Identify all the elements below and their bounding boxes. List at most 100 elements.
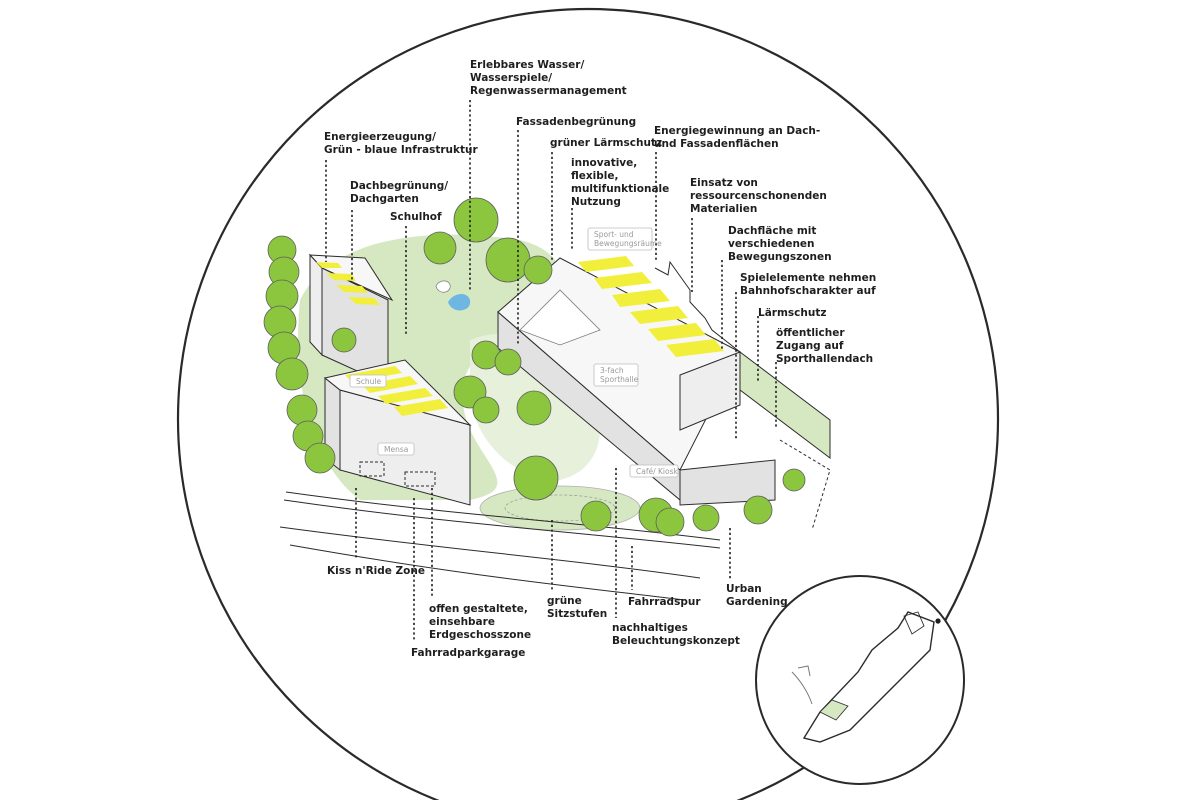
- annotation-zugang: öffentlicher Zugang auf Sporthallendach: [776, 327, 873, 365]
- annotation-fahrradspur: Fahrradspur: [628, 596, 701, 608]
- building-label-line: 3-fach: [600, 366, 624, 375]
- svg-text:Café/ Kiosk: Café/ Kiosk: [636, 467, 678, 476]
- annotation-line: multifunktionale: [571, 183, 669, 195]
- svg-text:Schule: Schule: [356, 377, 381, 386]
- street-line-2: [283, 499, 721, 549]
- annotation-laermschutz: Lärmschutz: [758, 307, 826, 319]
- building-label-line: Sport- und: [594, 230, 634, 239]
- annotation-labels: Energieerzeugung/ Grün - blaue Infrastru…: [324, 59, 880, 659]
- mensa-ground-floor-1: [359, 461, 385, 477]
- annotation-erdgeschoss: offen gestaltete, einsehbare Erdgeschoss…: [429, 603, 532, 641]
- annotation-line: Gardening: [726, 596, 788, 608]
- tree: [516, 390, 552, 426]
- annotation-line: Dachfläche mit: [728, 225, 816, 237]
- street-line-4: [289, 544, 686, 601]
- annotation-line: nachhaltiges: [612, 622, 688, 634]
- annotation-line: Spielelemente nehmen: [740, 272, 876, 284]
- tree: [692, 504, 720, 532]
- inset-building: [903, 611, 925, 635]
- street-line-1: [285, 491, 721, 541]
- streets: [279, 491, 721, 601]
- tree: [655, 507, 685, 537]
- annotation-line: öffentlicher: [776, 327, 845, 339]
- cafe-kiosk-box: [679, 459, 776, 506]
- annotation-urban-gardening: Urban Gardening: [726, 583, 788, 608]
- mensa-ground-floor-2: [404, 471, 436, 487]
- annotation-materialien: Einsatz von ressourcenschonenden Materia…: [690, 177, 831, 215]
- annotation-dachbegruenung: Dachbegrünung/ Dachgarten: [350, 180, 452, 205]
- annotation-line: einsehbare: [429, 616, 495, 628]
- annotation-line: innovative,: [571, 157, 637, 169]
- annotation-line: Grün - blaue Infrastruktur: [324, 144, 478, 156]
- leader-lines: [325, 100, 777, 642]
- inset-road: [791, 671, 813, 705]
- annotation-line: Energieerzeugung/: [324, 131, 436, 143]
- annotation-energie-infrastruktur: Energieerzeugung/ Grün - blaue Infrastru…: [324, 131, 478, 156]
- trees: [263, 197, 806, 537]
- tree: [472, 396, 500, 424]
- annotation-line: Dachbegrünung/: [350, 180, 448, 192]
- building-label-line: Mensa: [384, 445, 408, 454]
- tree: [304, 442, 336, 474]
- tree: [453, 197, 499, 243]
- annotation-line: Urban: [726, 583, 762, 595]
- tree: [485, 237, 531, 283]
- tag-mensa: Mensa: [377, 442, 415, 456]
- tree: [494, 348, 522, 376]
- annotation-line: Schulhof: [390, 211, 442, 223]
- annotation-line: Wasserspiele/: [470, 72, 552, 84]
- annotation-line: Sporthallendach: [776, 353, 873, 365]
- annotation-line: flexible,: [571, 170, 619, 182]
- annotation-line: und Fassadenflächen: [654, 138, 779, 150]
- tree: [743, 495, 773, 525]
- noise-barrier: [739, 350, 831, 460]
- tree: [423, 231, 457, 265]
- street-line-3: [279, 526, 701, 579]
- annotation-line: Fassadenbegrünung: [516, 116, 636, 128]
- tree: [523, 255, 553, 285]
- tag-cafe-kiosk: Café/ Kiosk: [629, 464, 678, 478]
- tree: [275, 357, 309, 391]
- annotation-line: Beleuchtungskonzept: [612, 635, 740, 647]
- annotation-line: ressourcenschonenden: [690, 190, 827, 202]
- seating-steps-ring: [504, 494, 616, 522]
- annotation-line: Regenwassermanagement: [470, 85, 627, 97]
- annotation-line: Zugang auf: [776, 340, 844, 352]
- sports-hall-sawtooth-edge: [654, 260, 741, 353]
- tag-schule: Schule: [349, 374, 387, 388]
- annotation-line: Sitzstufen: [547, 608, 607, 620]
- annotation-line: Dachgarten: [350, 193, 419, 205]
- annotation-schulhof: Schulhof: [390, 211, 442, 223]
- tree: [782, 468, 806, 492]
- water-feature: [435, 280, 451, 293]
- tree: [331, 327, 357, 353]
- building-label-line: Café/ Kiosk: [636, 467, 678, 476]
- building-label-line: Bewegungsräume: [594, 239, 662, 248]
- annotation-kiss-ride: Kiss n'Ride Zone: [327, 565, 425, 577]
- inset-road-2: [797, 665, 811, 677]
- annotation-line: Erlebbares Wasser/: [470, 59, 584, 71]
- annotation-spielelemente: Spielelemente nehmen Bahnhofscharakter a…: [740, 272, 880, 297]
- annotation-line: offen gestaltete,: [429, 603, 528, 615]
- inset-locator-map: [755, 575, 965, 785]
- stadium-tent: [519, 289, 601, 346]
- annotation-line: verschiedenen: [728, 238, 815, 250]
- annotation-beleuchtung: nachhaltiges Beleuchtungskonzept: [612, 622, 740, 647]
- school-wing-north-wall: [309, 253, 323, 357]
- annotation-nutzung: innovative, flexible, multifunktionale N…: [571, 157, 673, 208]
- annotation-line: Einsatz von: [690, 177, 758, 189]
- annotation-line: Kiss n'Ride Zone: [327, 565, 425, 577]
- building-label-line: Schule: [356, 377, 381, 386]
- annotation-line: Lärmschutz: [758, 307, 826, 319]
- annotation-gruener-laermschutz: grüner Lärmschutz: [550, 137, 662, 149]
- sports-hall-east-wall: [679, 351, 741, 431]
- ramp-outline: [779, 439, 831, 531]
- annotation-line: Fahrradparkgarage: [411, 647, 525, 659]
- annotation-line: grüne: [547, 595, 582, 607]
- inset-school-area: [819, 699, 849, 721]
